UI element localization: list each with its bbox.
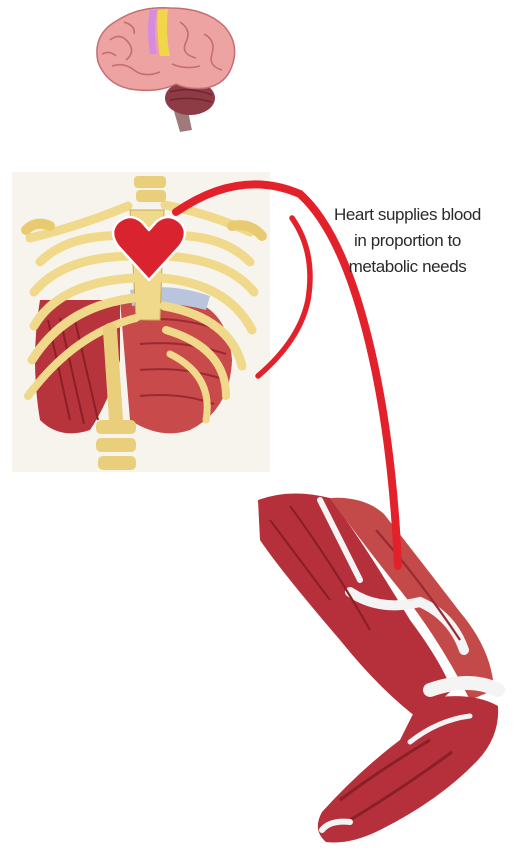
diagram-caption: Heart supplies blood in proportion to me…	[300, 202, 515, 280]
caption-line-2: in proportion to	[300, 228, 515, 254]
brain-icon	[97, 8, 235, 132]
caption-line-3: metabolic needs	[300, 254, 515, 280]
caption-line-1: Heart supplies blood	[300, 202, 515, 228]
leg-muscle-icon	[258, 493, 498, 842]
ribcage-icon	[12, 172, 270, 472]
